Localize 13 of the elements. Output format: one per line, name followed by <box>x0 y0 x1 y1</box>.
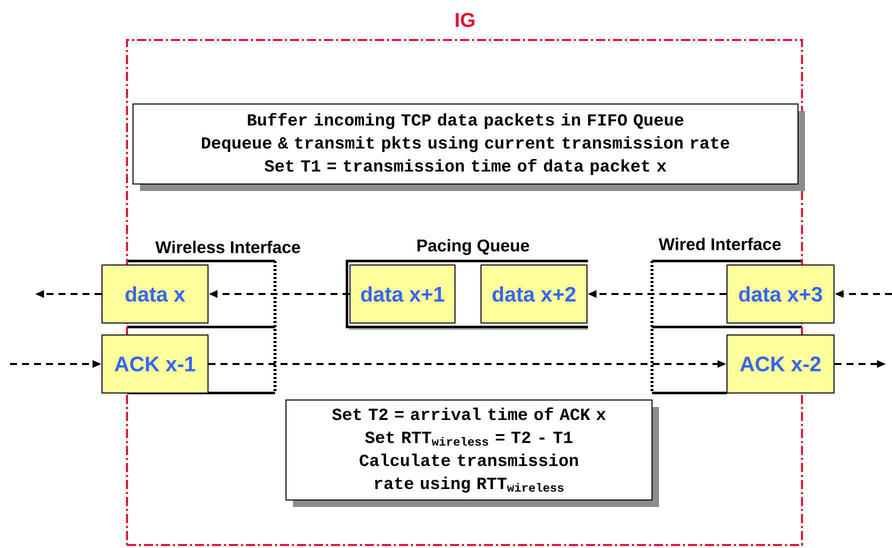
section-heading: Wireless Interface <box>155 240 300 254</box>
region-heading: IG <box>456 12 474 28</box>
packet-box: data x+1 <box>350 264 456 324</box>
packet-box: data x <box>102 264 208 324</box>
packet-box: ACK x-2 <box>726 334 834 394</box>
packet-box: data x+3 <box>726 264 834 324</box>
note-box: Buffer incoming TCP data packets in FIFO Queue Dequeue & transmit pkts using current transmission rate Set T1 = transmission time of data packet x <box>132 104 805 191</box>
packet-box: data x+2 <box>480 264 588 324</box>
packet-box: ACK x-1 <box>102 334 208 394</box>
section-heading: Pacing Queue <box>417 239 530 255</box>
queue-bracket <box>346 239 588 330</box>
section-heading: Wired Interface <box>658 238 781 250</box>
note-box: Set T2 = arrival time of ACK x Set RTT$_{wireless}$ = T2 - T1 Calculate transmission rate using RTT$_{wireless}$ <box>286 400 659 507</box>
